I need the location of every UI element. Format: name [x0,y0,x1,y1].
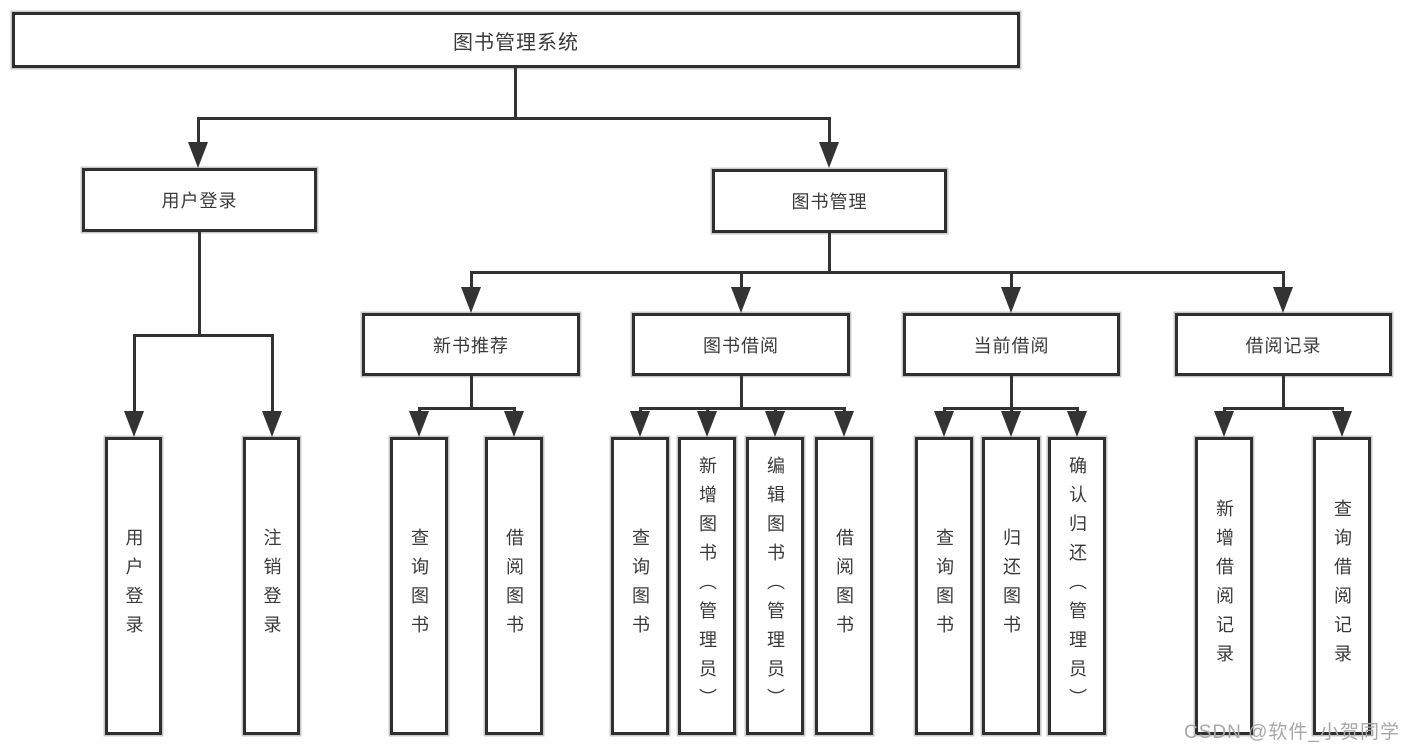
leaf-borrow-books-2: 借阅图书 [815,437,873,735]
arrowhead-icon [731,287,751,313]
node-library-management-system: 图书管理系统 [12,12,1020,68]
arrowhead-icon [124,411,144,437]
connector-line [706,407,709,414]
leaf-user-login-label: 用户登录 [123,528,144,644]
connector-line [271,334,274,413]
arrowhead-icon [834,411,854,437]
leaf-confirm-return-admin: 确认归还（管理员） [1048,437,1106,735]
connector-line [133,334,136,413]
leaf-edit-book-admin: 编辑图书（管理员） [746,437,804,735]
connector-line [197,117,200,144]
watermark-text: CSDN @软件_小贺同学 [1184,722,1400,743]
arrowhead-icon [1001,287,1021,313]
leaf-logout: 注销登录 [243,437,300,735]
node-book-management: 图书管理 [712,169,947,233]
leaf-query-borrow-record: 查询借阅记录 [1313,437,1371,735]
node-borrowing-records: 借阅记录 [1175,313,1392,376]
leaf-add-book-admin: 新增图书（管理员） [678,437,736,735]
connector-line [1341,407,1344,414]
connector-line [513,407,516,414]
leaf-query-books-2: 查询图书 [611,437,669,735]
connector-line [828,233,831,273]
leaf-user-login: 用户登录 [105,437,162,735]
arrowhead-icon [262,411,282,437]
connector-line [514,68,517,118]
connector-line [639,407,642,414]
connector-line [1282,271,1285,289]
arrowhead-icon [188,142,208,168]
node-current-borrowing: 当前借阅 [903,313,1120,376]
arrowhead-icon [819,142,839,168]
connector-line [1010,407,1013,414]
connector-line [1010,271,1013,289]
connector-line [639,407,846,410]
arrowhead-icon [1067,411,1087,437]
leaf-borrow-books-2-label: 借阅图书 [834,528,854,644]
leaf-return-books-label: 归还图书 [1001,528,1021,644]
leaf-logout-label: 注销登录 [261,528,282,644]
connector-line [418,407,421,414]
arrowhead-icon [630,411,650,437]
arrowhead-icon [504,411,524,437]
leaf-add-borrow-record-label: 新增借阅记录 [1214,499,1234,673]
connector-line [774,407,777,414]
leaf-query-books-3-label: 查询图书 [934,528,954,644]
arrowhead-icon [1273,287,1293,313]
arrowhead-icon [934,411,954,437]
arrowhead-icon [1001,411,1021,437]
connector-line [1076,407,1079,414]
connector-line [1223,407,1226,414]
arrowhead-icon [697,411,717,437]
leaf-add-book-admin-label: 新增图书（管理员） [697,455,717,717]
connector-line [133,334,274,337]
connector-line [843,407,846,414]
leaf-query-books-2-label: 查询图书 [630,528,650,644]
arrowhead-icon [461,287,481,313]
arrowhead-icon [765,411,785,437]
connector-line [198,232,201,335]
connector-line [470,375,473,409]
arrowhead-icon [1332,411,1352,437]
leaf-query-borrow-record-label: 查询借阅记录 [1332,499,1352,673]
connector-line [418,407,516,410]
connector-line [1010,375,1013,409]
node-new-book-recommend: 新书推荐 [362,313,580,376]
arrowhead-icon [1214,411,1234,437]
connector-line [1223,407,1344,410]
leaf-add-borrow-record: 新增借阅记录 [1195,437,1253,735]
leaf-query-books-1: 查询图书 [390,437,448,735]
connector-line [740,375,743,409]
connector-line [470,271,1284,274]
connector-line [943,407,946,414]
leaf-confirm-return-admin-label: 确认归还（管理员） [1067,455,1087,717]
connector-line [470,271,473,289]
node-user-login: 用户登录 [82,168,317,232]
connector-line [740,271,743,289]
leaf-return-books: 归还图书 [982,437,1040,735]
leaf-query-books-3: 查询图书 [915,437,973,735]
arrowhead-icon [409,411,429,437]
leaf-borrow-books-1-label: 借阅图书 [504,528,524,644]
leaf-edit-book-admin-label: 编辑图书（管理员） [765,455,785,717]
leaf-query-books-1-label: 查询图书 [409,528,429,644]
connector-line [1282,375,1285,409]
node-book-borrowing: 图书借阅 [632,313,850,376]
connector-line [197,117,831,120]
leaf-borrow-books-1: 借阅图书 [485,437,543,735]
connector-line [828,117,831,144]
